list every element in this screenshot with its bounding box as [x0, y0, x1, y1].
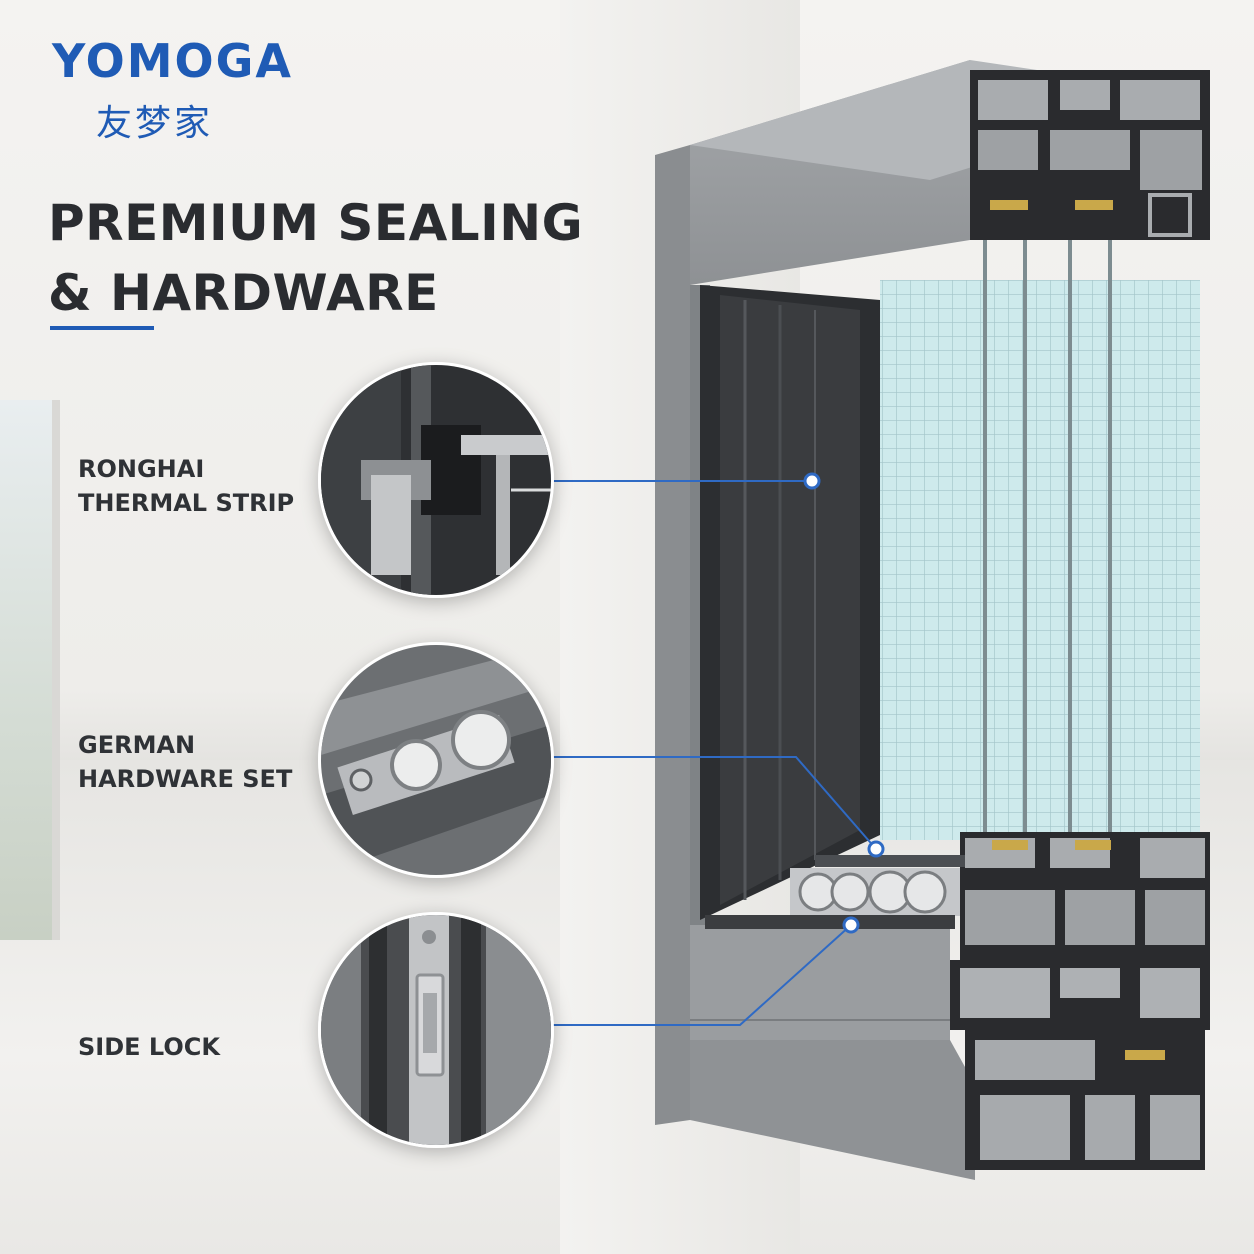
callout-lines — [550, 480, 877, 1026]
title-underline — [50, 326, 154, 330]
top-profile-section — [970, 70, 1210, 240]
background-window — [0, 400, 60, 940]
feature-label-line: RONGHAI — [78, 455, 205, 483]
thermal-strip-detail-icon — [318, 362, 554, 598]
title-line-1: PREMIUM SEALING — [48, 194, 584, 252]
callout-dots — [803, 472, 885, 934]
page-title: PREMIUM SEALING & HARDWARE — [48, 188, 583, 328]
brand-logo: YOMOGA 友梦家 — [52, 38, 293, 146]
roller-assembly — [705, 855, 965, 929]
glass-pane-edges — [983, 210, 1112, 840]
feature-label-side-lock: SIDE LOCK — [78, 1030, 308, 1064]
feature-label-hardware-set: GERMAN HARDWARE SET — [78, 728, 308, 796]
feature-label-thermal-strip: RONGHAI THERMAL STRIP — [78, 452, 308, 520]
side-lock-detail-icon — [318, 912, 554, 1148]
inner-sash — [700, 285, 880, 920]
brand-name-cn: 友梦家 — [96, 103, 214, 144]
feature-label-line: SIDE LOCK — [78, 1033, 220, 1061]
bottom-profile-section — [950, 832, 1210, 1170]
glass-sheen — [880, 280, 1200, 840]
insulated-glass — [880, 280, 1200, 840]
roller-hardware-detail-icon — [318, 642, 554, 878]
feature-label-line: GERMAN — [78, 731, 196, 759]
feature-label-line: THERMAL STRIP — [78, 489, 295, 517]
title-line-2: & HARDWARE — [48, 264, 439, 322]
feature-label-line: HARDWARE SET — [78, 765, 293, 793]
brand-name-en: YOMOGA — [52, 34, 294, 88]
